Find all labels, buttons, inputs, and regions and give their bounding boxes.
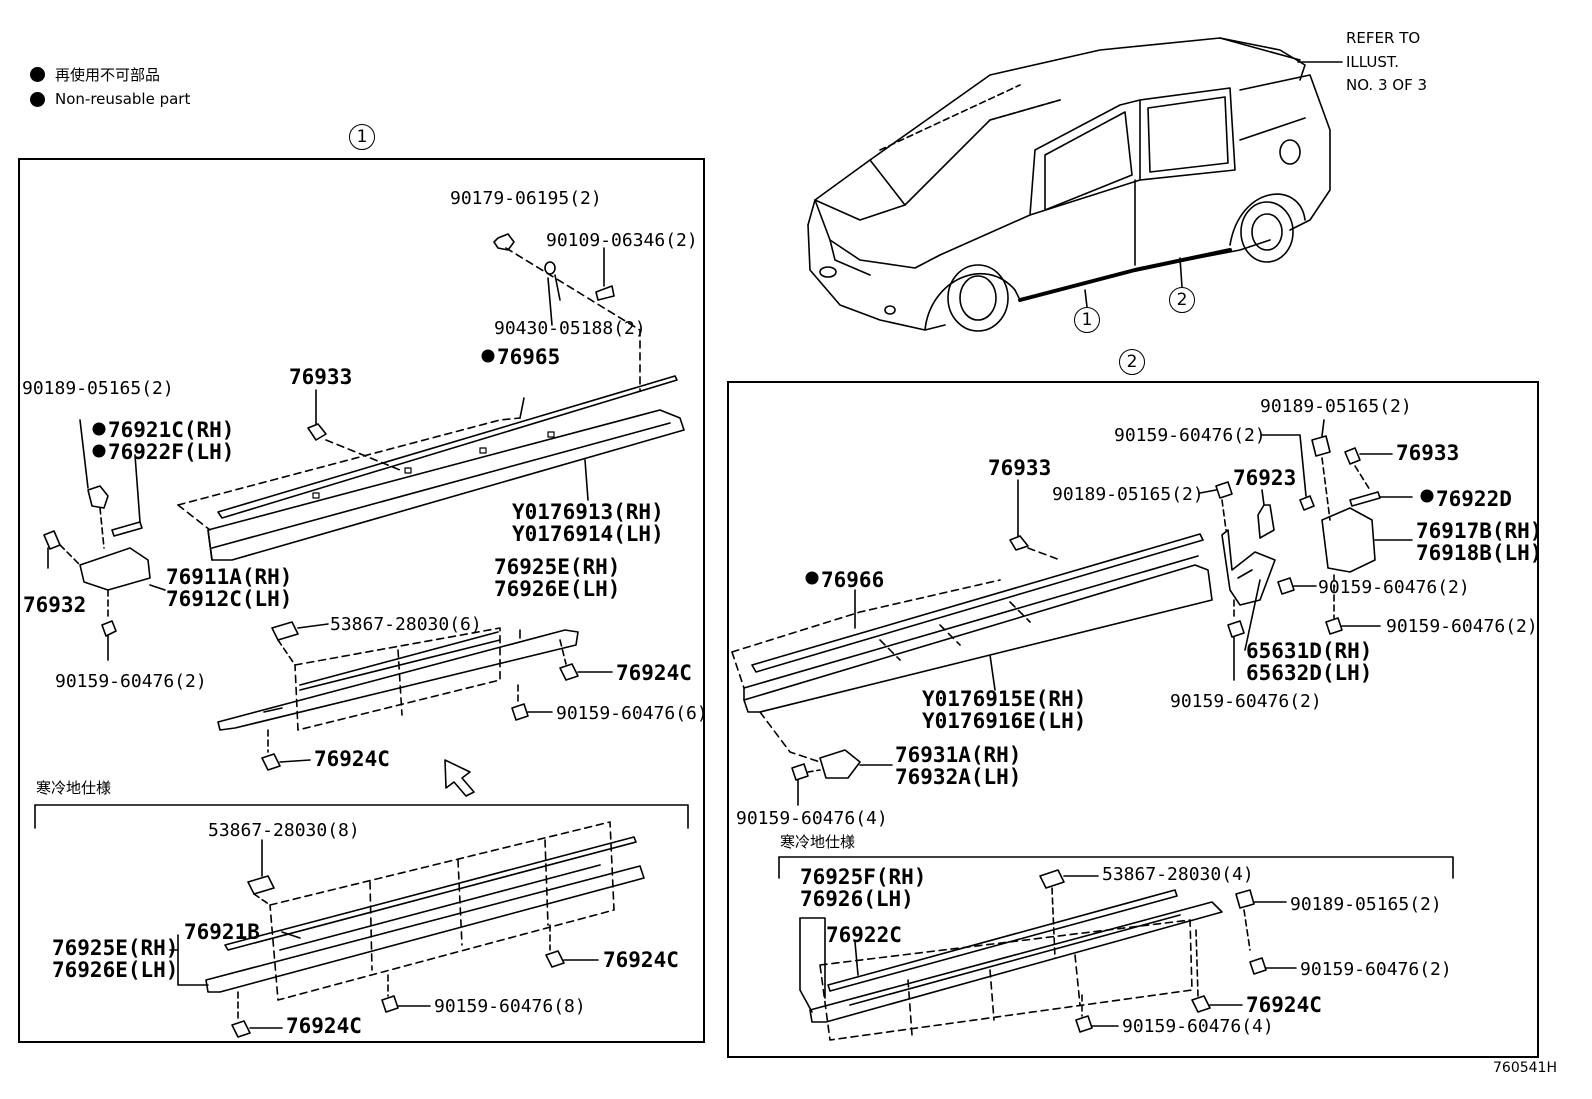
part-p2-cold-76926: 76926(LH) <box>800 887 914 911</box>
legend-en: Non-reusable part <box>30 90 190 108</box>
part-p2-76933-right: 76933 <box>1396 441 1460 465</box>
part-90109: 90109-06346(2) <box>546 230 698 251</box>
part-cold-76924C-a: 76924C <box>603 948 679 972</box>
part-cold-76924C-b: 76924C <box>286 1014 362 1038</box>
part-p2-65631D: 65631D(RH) <box>1246 639 1373 663</box>
refer-line-3: NO. 3 OF 3 <box>1346 76 1428 94</box>
part-p2-76933-left: 76933 <box>988 456 1052 480</box>
refer-line-2: ILLUST. <box>1346 53 1400 71</box>
legend-jp-text: 再使用不可部品 <box>55 66 161 84</box>
part-76933: 76933 <box>289 365 353 389</box>
part-p2-76966: 76966 <box>821 568 885 592</box>
part-76965: 76965 <box>497 345 561 369</box>
part-90189: 90189-05165(2) <box>22 378 174 399</box>
cold-spec-label-1: 寒冷地仕様 <box>36 779 112 797</box>
part-p2-Y0176916E: Y0176916E(LH) <box>922 709 1087 733</box>
part-cold-76925E: 76925E(RH) <box>52 936 179 960</box>
part-90179: 90179-06195(2) <box>450 188 602 209</box>
part-p2-76932A: 76932A(LH) <box>895 765 1022 789</box>
non-reusable-dot-icon <box>30 91 45 107</box>
part-p2-cold-53867-4: 53867-28030(4) <box>1102 864 1254 885</box>
part-76924C-b: 76924C <box>314 747 390 771</box>
part-p2-90189-top: 90189-05165(2) <box>1260 396 1412 417</box>
part-p2-cold-90159-4: 90159-60476(4) <box>1122 1016 1274 1037</box>
legend-jp: 再使用不可部品 <box>30 64 160 85</box>
part-p2-76922D: 76922D <box>1436 487 1512 511</box>
part-p2-cold-76924C: 76924C <box>1246 993 1322 1017</box>
vehicle-illustration <box>807 37 1343 332</box>
part-p2-90159-right2: 90159-60476(2) <box>1386 616 1538 637</box>
non-reusable-dot-icon <box>30 67 45 82</box>
part-p2-90189-mid: 90189-05165(2) <box>1052 484 1204 505</box>
part-76912C: 76912C(LH) <box>166 587 293 611</box>
part-90159-6: 90159-60476(6) <box>556 703 708 724</box>
illustration-code: 760541H <box>1493 1060 1557 1076</box>
panel-1-artwork <box>34 233 689 1038</box>
part-p2-cold-90189: 90189-05165(2) <box>1290 894 1442 915</box>
cold-spec-label-2: 寒冷地仕様 <box>780 833 856 851</box>
part-p2-76923: 76923 <box>1233 466 1297 490</box>
part-p2-76931A: 76931A(RH) <box>895 743 1022 767</box>
part-p2-90159-mid: 90159-60476(2) <box>1170 691 1322 712</box>
part-Y0176913: Y0176913(RH) <box>512 500 664 524</box>
part-90430: 90430-05188(2) <box>494 318 646 339</box>
panel-2 <box>727 381 1539 1058</box>
part-p2-cold-90159-2: 90159-60476(2) <box>1300 959 1452 980</box>
part-cold-90159-8: 90159-60476(8) <box>434 996 586 1017</box>
callout-1-panel: 1 <box>349 124 375 150</box>
callout-2-panel: 2 <box>1119 349 1145 375</box>
part-53867-8: 53867-28030(8) <box>208 820 360 841</box>
part-76911A: 76911A(RH) <box>166 565 293 589</box>
part-p2-65632D: 65632D(LH) <box>1246 661 1373 685</box>
part-p2-90159-top: 90159-60476(2) <box>1114 425 1266 446</box>
part-76932: 76932 <box>23 593 87 617</box>
panel-1 <box>18 158 705 1043</box>
part-p2-76917B: 76917B(RH) <box>1416 519 1543 543</box>
legend-en-text: Non-reusable part <box>55 90 191 108</box>
part-p2-Y0176915E: Y0176915E(RH) <box>922 687 1087 711</box>
part-76921B: 76921B <box>184 920 260 944</box>
part-76924C-a: 76924C <box>616 661 692 685</box>
part-p2-cold-76922C: 76922C <box>826 923 902 947</box>
part-53867-6: 53867-28030(6) <box>330 614 482 635</box>
refer-line-1: REFER TO <box>1346 29 1421 47</box>
part-76925E: 76925E(RH) <box>494 555 621 579</box>
panel-2-artwork <box>731 419 1454 1041</box>
part-90159-2: 90159-60476(2) <box>55 671 207 692</box>
part-76926E: 76926E(LH) <box>494 577 621 601</box>
part-Y0176914: Y0176914(LH) <box>512 522 664 546</box>
part-76921C: 76921C(RH) <box>108 418 235 442</box>
part-p2-76918B: 76918B(LH) <box>1416 541 1543 565</box>
part-p2-90159-right1: 90159-60476(2) <box>1318 577 1470 598</box>
part-p2-cold-76925F: 76925F(RH) <box>800 865 927 889</box>
part-p2-90159-4: 90159-60476(4) <box>736 808 888 829</box>
part-76922F: 76922F(LH) <box>108 440 235 464</box>
part-cold-76926E: 76926E(LH) <box>52 958 179 982</box>
